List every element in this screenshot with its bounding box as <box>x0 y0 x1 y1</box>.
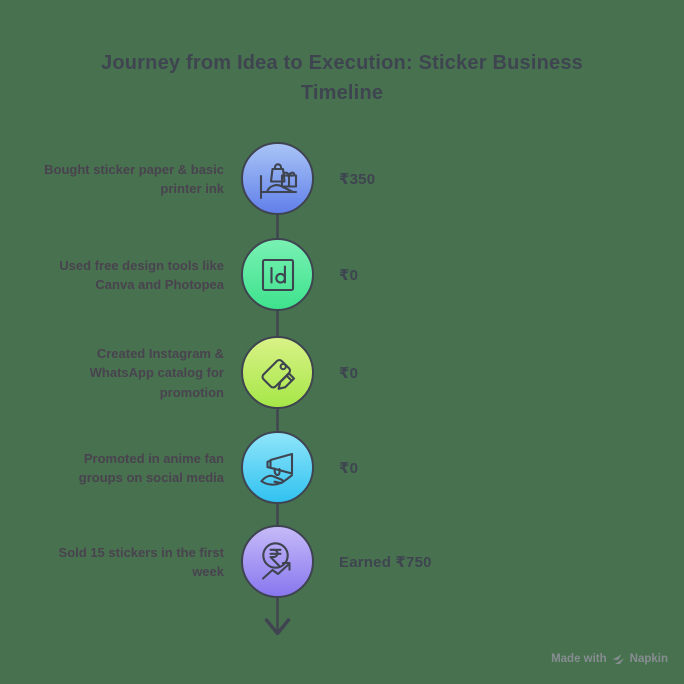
step-circle <box>241 431 314 504</box>
step-circle <box>241 525 314 598</box>
napkin-logo-icon <box>612 654 624 664</box>
step-label: Used free design tools like Canva and Ph… <box>59 257 224 293</box>
step-value: ₹0 <box>339 267 359 284</box>
step-circle <box>241 336 314 409</box>
made-with-napkin-credit: Made with Napkin <box>551 653 668 665</box>
step-value: ₹350 <box>339 171 376 188</box>
indesign-design-tool-icon <box>261 258 294 291</box>
step-label: Bought sticker paper & basic printer ink <box>44 161 224 197</box>
step-value: ₹0 <box>339 365 359 382</box>
megaphone-hand-icon <box>259 452 293 486</box>
page-title: Journey from Idea to Execution: Sticker … <box>101 52 583 104</box>
timeline-step-1: Bought sticker paper & basic printer ink… <box>0 134 684 224</box>
step-circle <box>241 238 314 311</box>
made-with-text: Made with <box>551 653 607 665</box>
timeline-step-4: Promoted in anime fan groups on social m… <box>0 423 684 513</box>
rupee-growth-icon <box>261 541 291 580</box>
step-value: ₹0 <box>339 460 359 477</box>
step-label: Promoted in anime fan groups on social m… <box>78 450 224 486</box>
step-value: Earned ₹750 <box>339 554 432 571</box>
step-label: Created Instagram & WhatsApp catalog for… <box>89 345 224 400</box>
shopping-purchase-icon <box>259 162 297 199</box>
step-circle <box>241 142 314 215</box>
timeline-step-5: Sold 15 stickers in the first week Earne… <box>0 517 684 607</box>
timeline-step-3: Created Instagram & WhatsApp catalog for… <box>0 328 684 418</box>
step-label: Sold 15 stickers in the first week <box>58 544 224 580</box>
price-tag-pencil-icon <box>260 358 295 390</box>
brand-text: Napkin <box>629 653 668 665</box>
timeline-step-2: Used free design tools like Canva and Ph… <box>0 230 684 320</box>
